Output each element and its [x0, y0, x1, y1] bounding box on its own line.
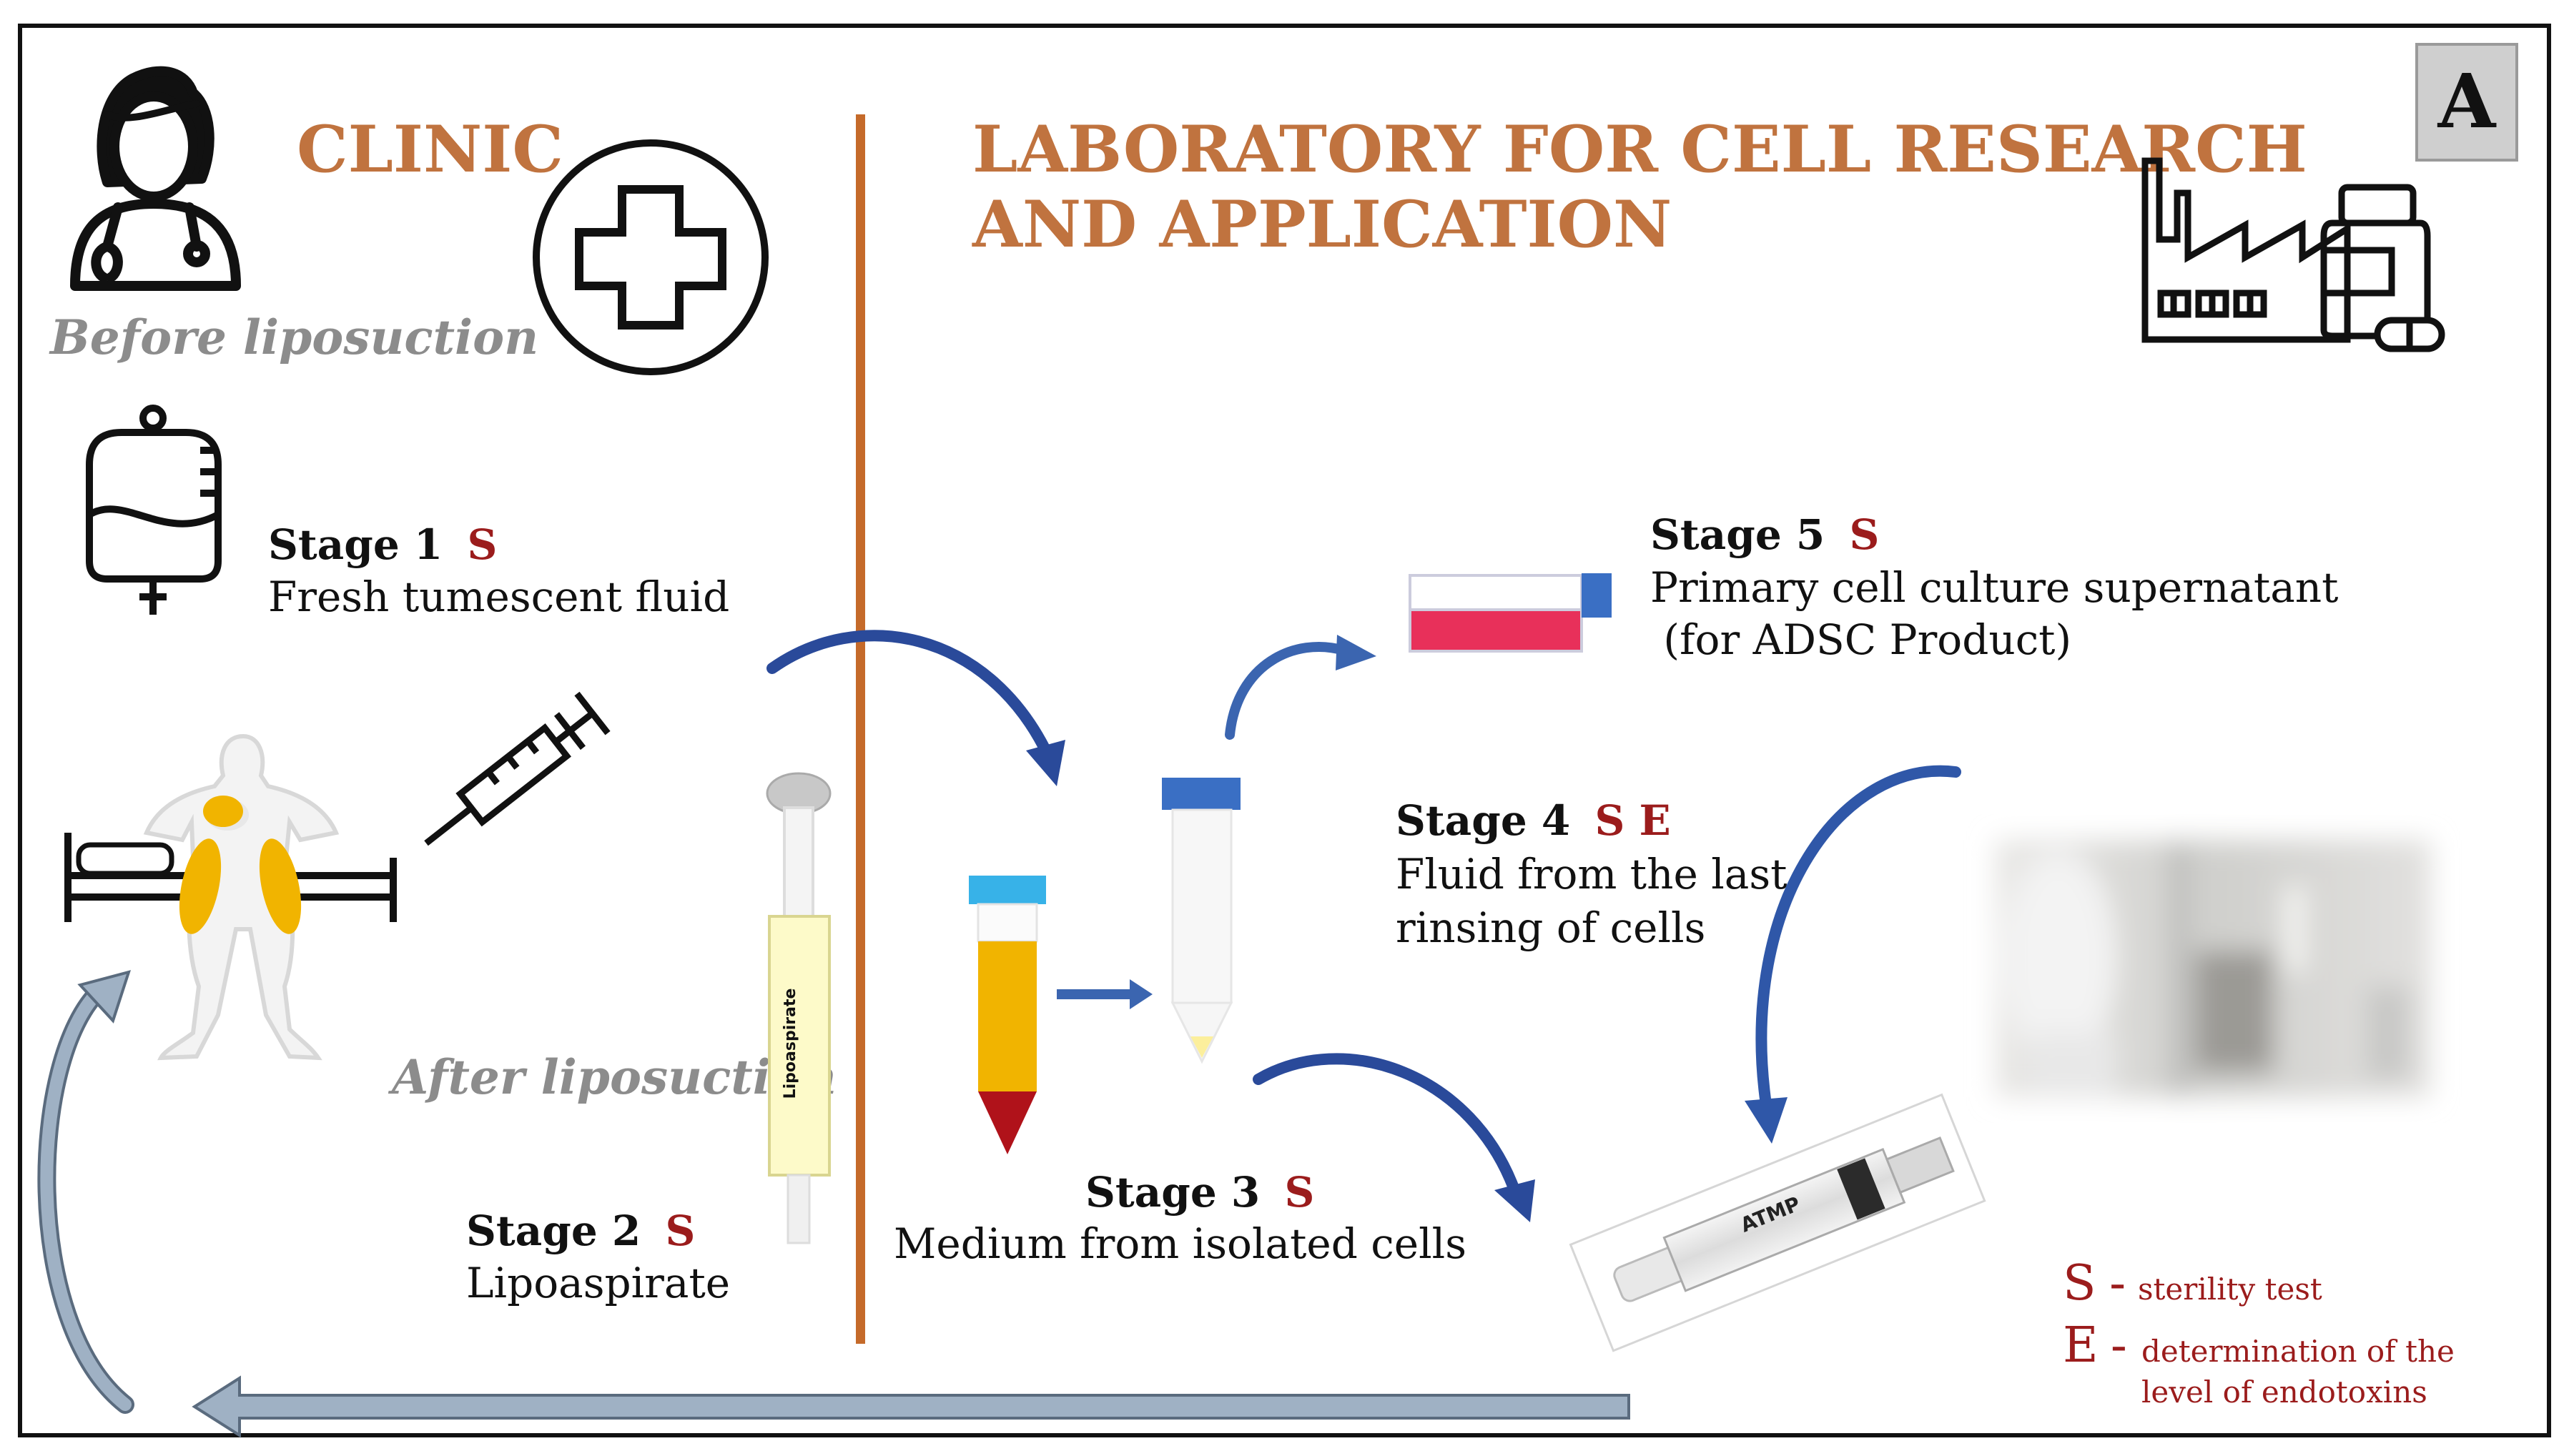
stage-5-label: Stage 5 [1650, 510, 1825, 559]
return-arrow-shape [192, 1375, 1630, 1438]
hospital-cross-icon [533, 139, 769, 375]
lipoaspirate-syringe-label: Lipoaspirate [781, 989, 799, 1099]
liposuction-area-icon [179, 796, 302, 934]
stage-4-description-line1: Fluid from the last [1396, 850, 1787, 898]
curved-arrow-head [1026, 740, 1065, 786]
stage-2-label: Stage 2 [466, 1207, 641, 1255]
curved-arrow-path [1755, 765, 1961, 1110]
curved-arrow-head [1494, 1179, 1535, 1222]
stage-4-description-line2: rinsing of cells [1396, 903, 1705, 952]
return-arrow-horizontal [192, 1375, 1630, 1438]
stage-3-description: Medium from isolated cells [894, 1219, 1466, 1268]
curved-arrow-path [1253, 1053, 1522, 1199]
fat-tube-cap [969, 876, 1046, 904]
stage-5-description-line2: (for ADSC Product) [1650, 615, 2071, 664]
fat-tube-contents [978, 941, 1037, 1091]
stage-1-label: Stage 1 [268, 520, 443, 569]
legend-s-key: S- [2063, 1255, 2126, 1312]
clinic-title: CLINIC [297, 112, 563, 187]
tube-transfer-arrow [1057, 979, 1153, 1009]
return-arrow-curved [37, 970, 134, 1414]
return-arrow-curve [40, 984, 132, 1411]
before-liposuction-label: Before liposuction [49, 309, 538, 365]
curved-arrow-path [766, 630, 1053, 760]
legend-e-text-line1: determination of the [2141, 1334, 2455, 1369]
legend-s-text: sterility test [2138, 1272, 2322, 1307]
svg-text:Stage 1 S: Stage 1 S [268, 520, 497, 569]
panel-label: A [2437, 57, 2497, 145]
empty-tube [1162, 778, 1241, 1064]
stage-3-label: Stage 3 [1085, 1168, 1260, 1217]
stage-2-codes: S [665, 1207, 695, 1255]
medicine-bottle-icon [2320, 184, 2445, 352]
atmp-syringe: ATMP [1569, 1093, 1986, 1352]
stage-1-description: Fresh tumescent fluid [268, 573, 729, 621]
iv-bag-icon [86, 405, 222, 615]
curved-arrow-to-flask [1225, 635, 1376, 740]
factory-icon [2141, 157, 2351, 343]
stage-4-label: Stage 4 [1396, 796, 1570, 845]
svg-text:Stage 3 S: Stage 3 S [1085, 1168, 1314, 1217]
svg-text:Stage 2 S: Stage 2 S [466, 1207, 695, 1255]
cleanroom-photo [1995, 840, 2431, 1097]
stage-2-description: Lipoaspirate [466, 1259, 730, 1307]
curved-arrow-head [1745, 1097, 1788, 1144]
doctor-icon [70, 66, 241, 291]
empty-tube-cap [1162, 778, 1241, 810]
svg-text:Stage 4 S E: Stage 4 S E [1396, 796, 1671, 845]
stage-4-codes: S E [1594, 796, 1670, 845]
curved-arrow-tube-to-product [1253, 1053, 1535, 1222]
culture-flask [1409, 573, 1612, 653]
stage-2-text: Stage 2 S Lipoaspirate [466, 1207, 730, 1307]
lab-title-line1: LABORATORY FOR CELL RESEARCH [972, 112, 2307, 187]
svg-text:Stage 5 S: Stage 5 S [1650, 510, 1879, 559]
stage-1-text: Stage 1 S Fresh tumescent fluid [268, 520, 729, 621]
clinic-lab-divider [856, 114, 865, 1344]
curved-arrow-path [1225, 642, 1349, 740]
legend-e-key: E- [2063, 1317, 2127, 1374]
outer-frame [18, 24, 2551, 1437]
stage-3-codes: S [1284, 1168, 1314, 1217]
stage-4-text: Stage 4 S E Fluid from the last rinsing … [1396, 796, 1787, 952]
after-liposuction-label: After liposuction [388, 1049, 837, 1105]
stage-5-description-line1: Primary cell culture supernatant [1650, 563, 2338, 612]
curved-arrow-cleanroom-to-product [1745, 765, 1961, 1144]
lipoaspirate-syringe: Lipoaspirate [766, 772, 832, 1244]
fat-tube [969, 876, 1046, 1154]
needle-syringe-icon [424, 691, 611, 846]
legend: S- sterility test E- determination of th… [2063, 1255, 2455, 1410]
stage-1-codes: S [467, 520, 497, 569]
curved-arrow-head [1336, 635, 1376, 670]
stage-5-text: Stage 5 S Primary cell culture supernata… [1650, 510, 2338, 664]
panel-label-box: A [2415, 43, 2518, 162]
lab-title-line2: AND APPLICATION [972, 187, 1672, 262]
flask-medium [1409, 608, 1583, 653]
stage-3-text: Stage 3 S Medium from isolated cells [894, 1168, 1466, 1268]
fat-tube-blood [978, 1091, 1037, 1154]
curved-arrow-clinic-to-lab [766, 630, 1065, 786]
return-arrow-head [77, 970, 132, 1024]
flask-cap [1582, 573, 1612, 618]
stage-5-codes: S [1849, 510, 1879, 559]
legend-e-text-line2: level of endotoxins [2141, 1375, 2427, 1410]
